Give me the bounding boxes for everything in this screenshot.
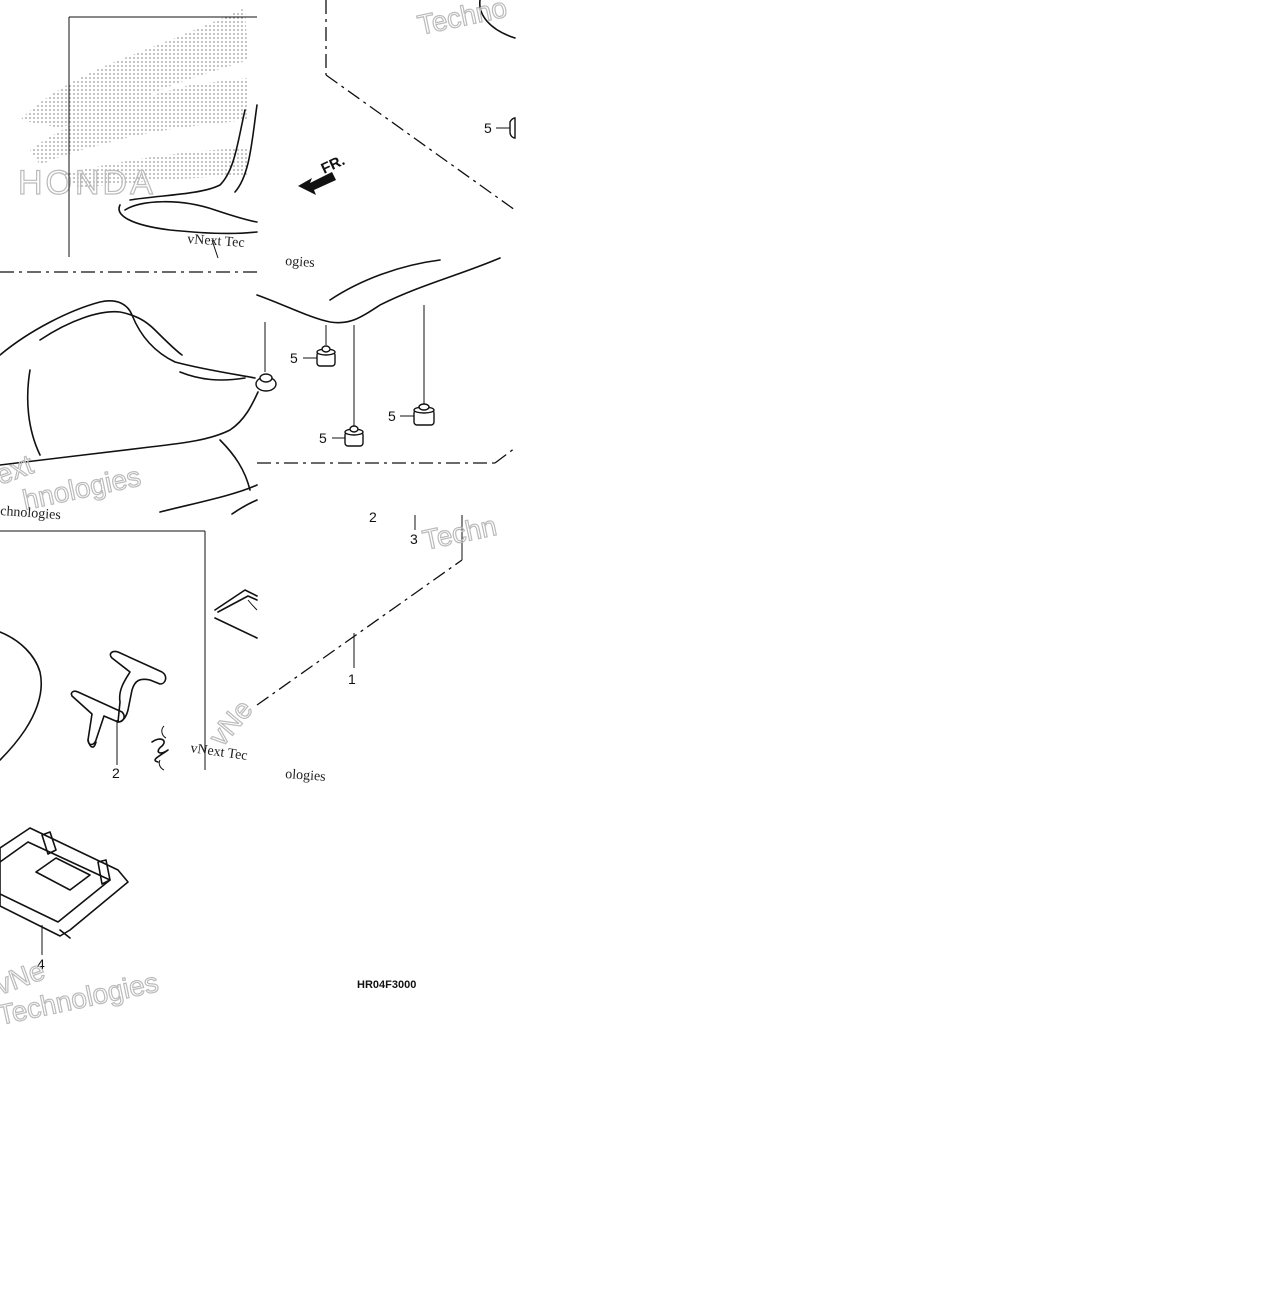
tray-fragment — [214, 589, 258, 639]
callout-tray: 4 — [37, 956, 45, 972]
watermark-d: Techno — [415, 0, 510, 41]
cushion-center-icon — [332, 425, 364, 447]
honda-wordmark: HONDA — [18, 164, 156, 202]
cushion-top-right-icon — [496, 117, 516, 139]
seat-body — [0, 300, 259, 515]
callout-cushion-right: 5 — [388, 408, 396, 424]
seat-underside-fragment — [256, 257, 501, 428]
diagram-code: HR04F3000 — [357, 979, 416, 991]
watermark-g: chnologies — [0, 504, 61, 523]
watermarks: vNext Tec ogies Techno Techn ext hnologi… — [0, 0, 510, 1031]
honda-wing-logo: HONDA — [17, 8, 248, 203]
leader-lines — [41, 515, 416, 955]
seat-fragment-top-right — [479, 0, 516, 39]
seat-fragment-top-left — [118, 104, 258, 259]
latch-hook-icon — [70, 650, 167, 748]
watermark-e: Techn — [420, 510, 500, 556]
callout-spring: 3 — [410, 531, 418, 547]
front-marker-label: FR. — [319, 152, 348, 178]
callout-cushion-top-right: 5 — [484, 120, 492, 136]
watermark-i: ologies — [285, 767, 326, 785]
watermark-a: vNext Tec — [187, 232, 245, 251]
callout-latch-hook-upper: 2 — [369, 509, 377, 525]
callout-latch-hook: 2 — [112, 765, 120, 781]
cushion-left-icon — [303, 345, 336, 367]
seat-grommet-icon — [255, 322, 277, 392]
seat-fragment-bottom-left — [0, 631, 42, 761]
callout-cushion-center: 5 — [319, 430, 327, 446]
tile-frames — [0, 0, 516, 770]
callouts: 1 2 2 3 4 5 5 5 5 — [37, 120, 492, 972]
callout-cushion-left: 5 — [290, 350, 298, 366]
spring-icon — [151, 725, 169, 771]
front-arrow-icon: FR. — [298, 152, 348, 195]
tray-icon — [0, 827, 129, 939]
watermark-c: ogies — [285, 254, 316, 271]
callout-seat: 1 — [348, 671, 356, 687]
cushion-right-icon — [400, 403, 435, 426]
